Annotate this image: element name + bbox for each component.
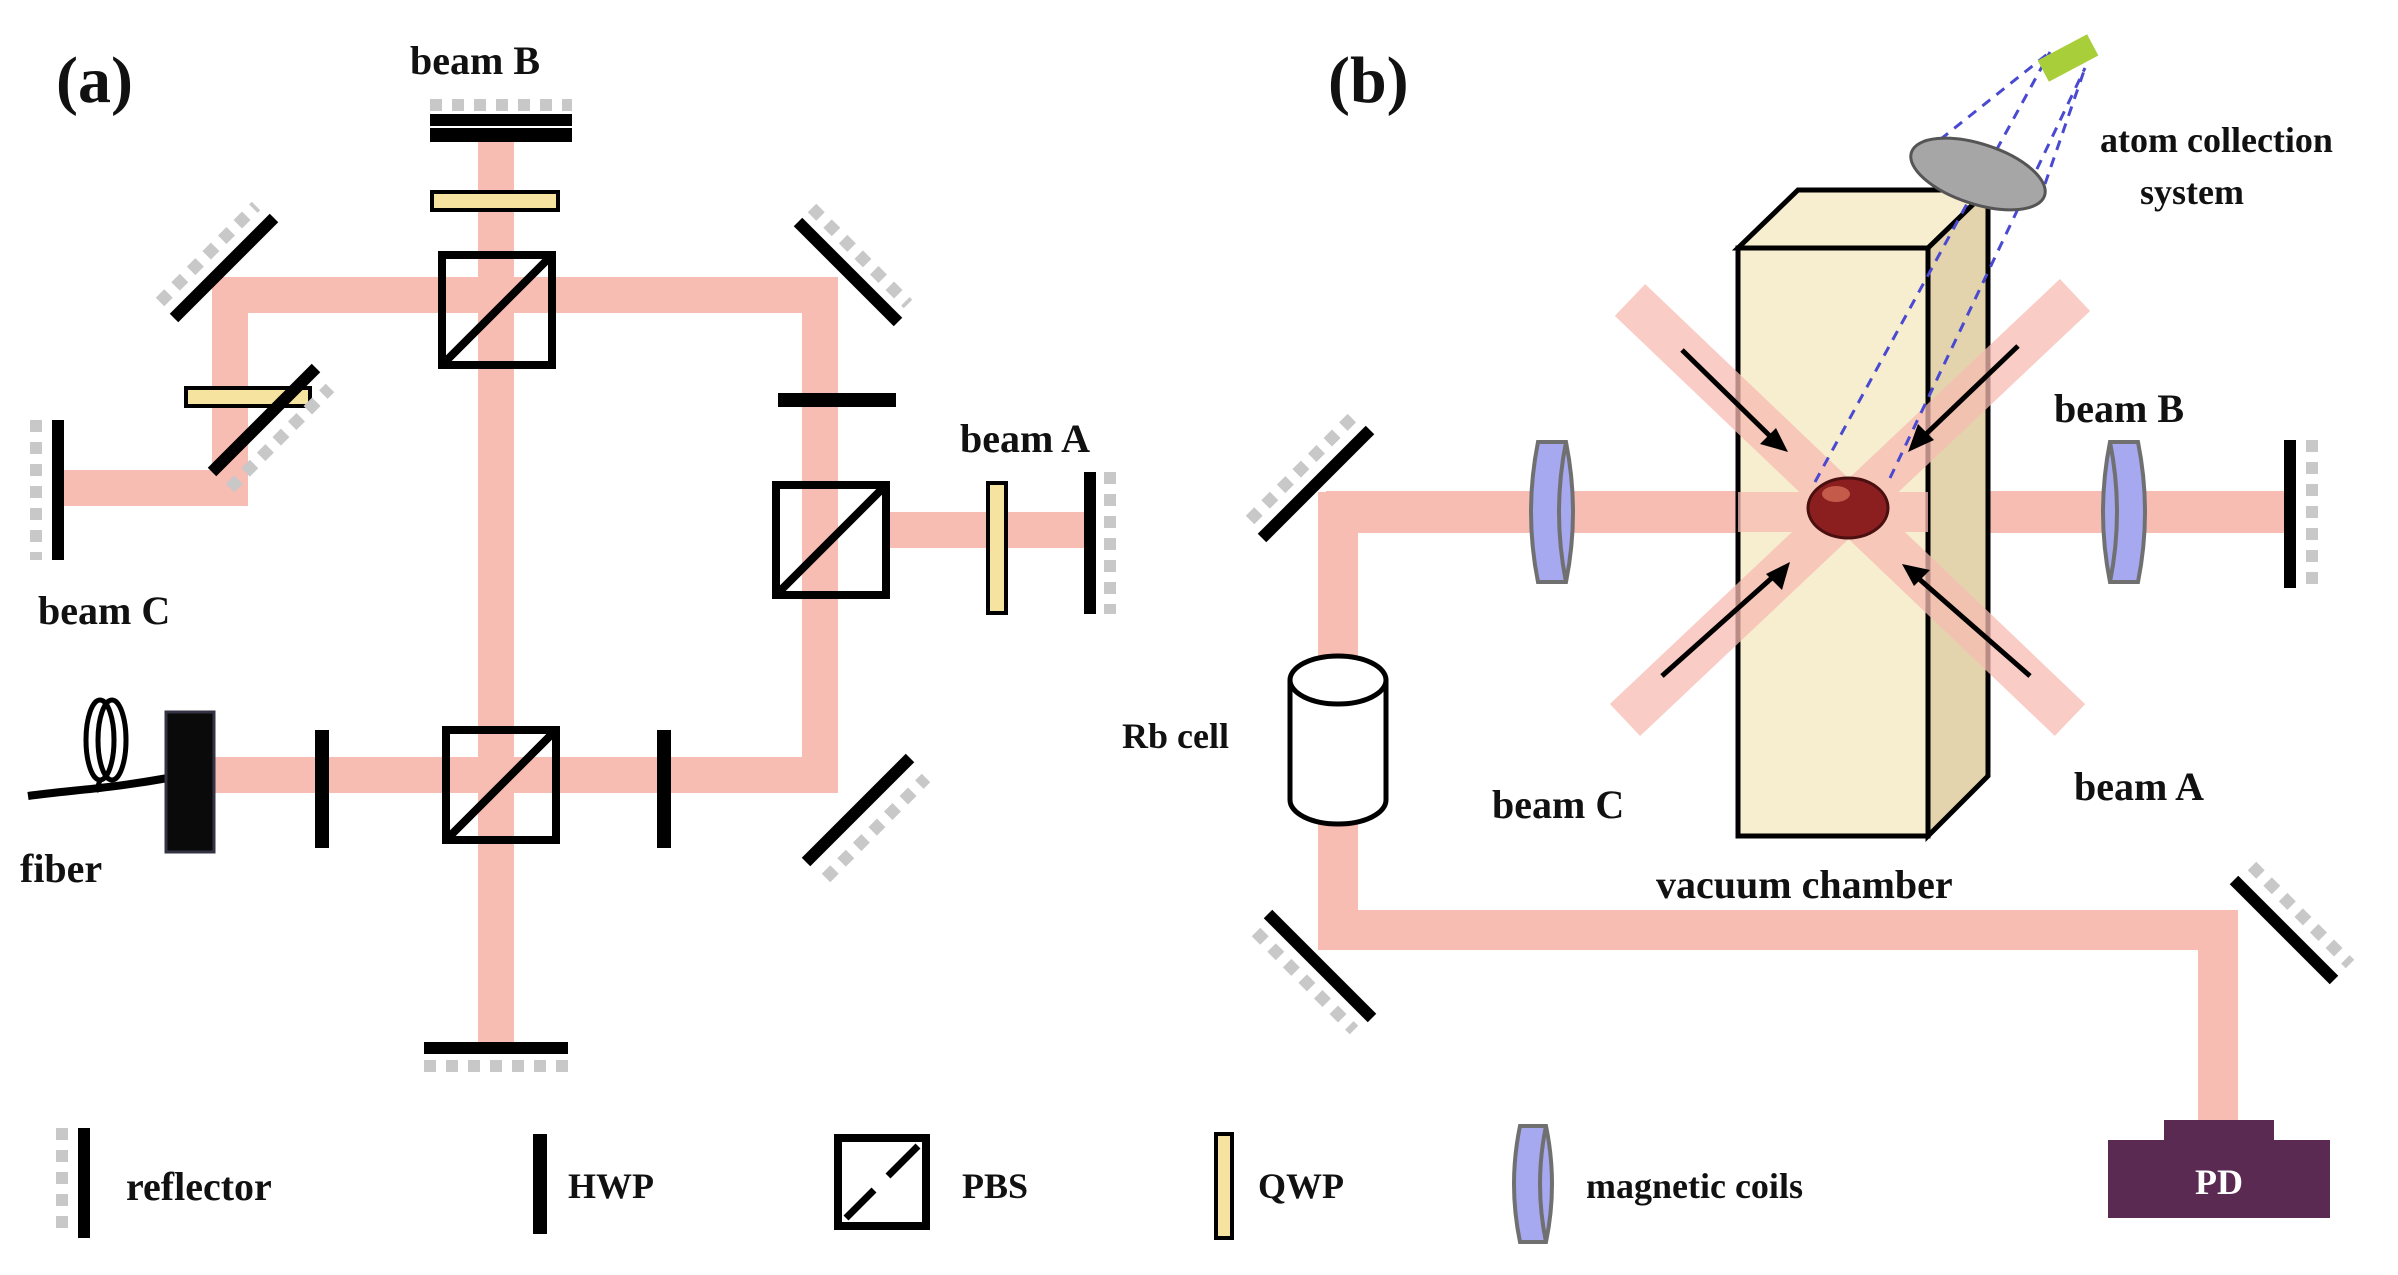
- pbs-icon: [772, 481, 890, 599]
- magnetic-coil-icon: [1512, 1124, 1554, 1244]
- legend-hwp-label: HWP: [568, 1166, 654, 1206]
- qwp-icon: [430, 190, 560, 212]
- reflector-icon: [1084, 472, 1116, 614]
- reflector-icon: [424, 1042, 568, 1072]
- rb-cell-label: Rb cell: [1122, 716, 1229, 756]
- reflector-icon: [2229, 861, 2355, 985]
- beam-b-label-a: beam B: [410, 38, 540, 83]
- atom-collection-label-line2: system: [2140, 172, 2244, 212]
- photodiode-icon: PD: [2108, 1120, 2330, 1218]
- magnetic-coil-icon: [1529, 440, 1575, 584]
- legend-reflector-label: reflector: [126, 1164, 272, 1209]
- pbs-icon: [442, 726, 560, 844]
- lens-icon: [1909, 136, 2047, 212]
- panel-b: PD (b) atom collection system beam B Rb …: [1122, 34, 2355, 1218]
- legend-magnetic-coils-label: magnetic coils: [1586, 1166, 1803, 1206]
- atom-collection-label: atom collection: [2100, 120, 2333, 160]
- beam-c-label-a: beam C: [38, 588, 170, 633]
- atom-collection-cone: [1813, 50, 2087, 483]
- fiber-coupler: [164, 710, 216, 854]
- legend-qwp-label: QWP: [1258, 1166, 1344, 1206]
- pd-label: PD: [2195, 1162, 2243, 1202]
- rb-cell-icon: [1287, 653, 1389, 827]
- beam-c-label-b: beam C: [1492, 782, 1624, 827]
- atom-cloud: [1806, 476, 1890, 540]
- reflector-icon: [56, 1128, 90, 1238]
- reflector-icon: [155, 201, 279, 323]
- qwp-icon: [986, 481, 1008, 615]
- legend: reflector HWP PBS QWP magnetic coils: [56, 1124, 1803, 1244]
- magnetic-coil-icon: [2101, 440, 2147, 584]
- reflector-icon: [30, 420, 64, 560]
- panel-a-label: (a): [56, 44, 133, 117]
- legend-pbs-label: PBS: [962, 1166, 1028, 1206]
- reflector-icon: [793, 203, 913, 327]
- mot-arrows: [1660, 344, 2032, 678]
- camera-icon: [2037, 34, 2099, 82]
- reflector-icon: [1251, 909, 1377, 1035]
- beam-b-label-b: beam B: [2054, 386, 2184, 431]
- reflector-icon: [207, 363, 335, 493]
- vacuum-chamber-label: vacuum chamber: [1656, 862, 1953, 907]
- panel-a-beams: [52, 140, 1088, 1045]
- pbs-icon: [438, 251, 556, 369]
- beam-a-label-b: beam A: [2074, 764, 2204, 809]
- fiber-label: fiber: [20, 846, 102, 891]
- reflector-icon: [801, 753, 931, 883]
- panel-a: (a) beam B beam A beam C fiber: [20, 38, 1116, 1072]
- atom-cloud-highlight: [1822, 486, 1850, 502]
- reflector-icon: [430, 99, 572, 126]
- reflector-icon: [1245, 413, 1375, 543]
- pbs-icon: [834, 1134, 930, 1230]
- qwp-icon: [1214, 1132, 1234, 1240]
- beam-a-label-a: beam A: [960, 416, 1090, 461]
- fiber-coil-icon: [27, 697, 169, 800]
- reflector-icon: [2284, 440, 2318, 588]
- panel-b-label: (b): [1328, 44, 1409, 117]
